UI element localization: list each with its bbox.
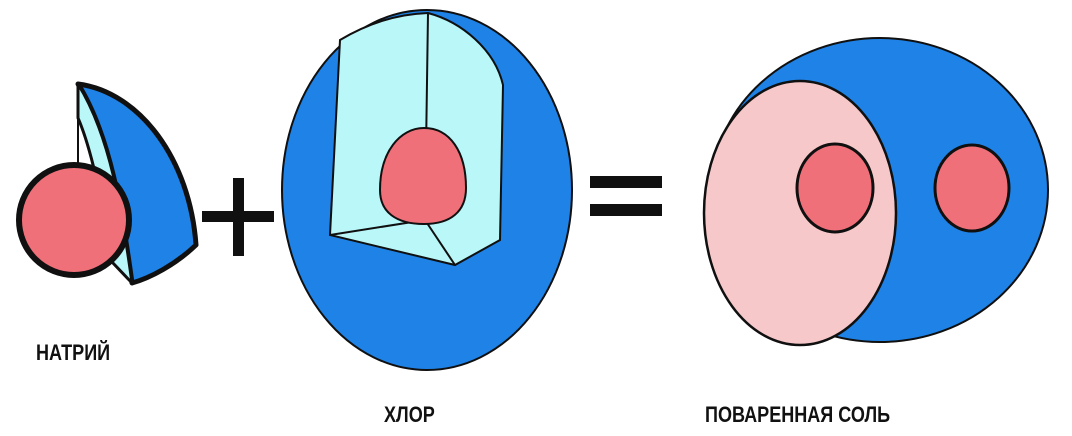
- equals-sign: [590, 176, 662, 216]
- salt-sodium-nucleus: [797, 144, 873, 232]
- sodium-atom: [19, 84, 196, 283]
- sodium-nucleus: [19, 165, 129, 275]
- chlorine-atom: [282, 10, 572, 370]
- chlorine-label: ХЛОР: [384, 402, 435, 428]
- salt-compound: [704, 38, 1048, 345]
- plus-sign: [202, 178, 274, 256]
- salt-label: ПОВАРЕННАЯ СОЛЬ: [705, 402, 890, 428]
- salt-chloride-nucleus: [935, 145, 1009, 231]
- sodium-label: НАТРИЙ: [36, 340, 110, 366]
